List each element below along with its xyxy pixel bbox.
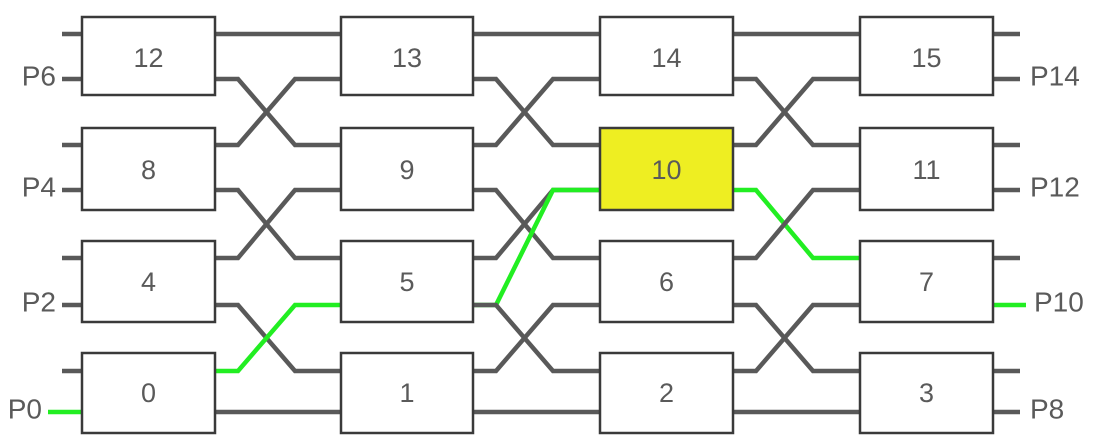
switch-node-12[interactable]: 12 <box>80 15 217 97</box>
wire-4-top-cross-up <box>215 187 341 261</box>
switch-node-4[interactable]: 4 <box>80 239 217 324</box>
switch-box[interactable] <box>598 15 735 97</box>
switch-label: 9 <box>399 155 414 185</box>
switch-box[interactable] <box>339 239 475 324</box>
switch-node-0[interactable]: 0 <box>80 351 217 435</box>
switch-node-1[interactable]: 1 <box>339 351 475 435</box>
switch-label: 12 <box>133 43 163 73</box>
wire-12-bottom-cross-down <box>215 76 341 148</box>
port-label-left-p0: P0 <box>8 394 42 425</box>
switch-box[interactable] <box>80 351 217 435</box>
switch-label: 11 <box>912 155 940 185</box>
switch-label: 0 <box>141 378 156 408</box>
wires-stage-0-1 <box>215 31 341 415</box>
switch-box[interactable] <box>598 239 735 324</box>
switch-node-5[interactable]: 5 <box>339 239 475 324</box>
wire-0-top-cross-up-active <box>215 302 341 374</box>
wire-10-top-cross-up <box>733 76 860 148</box>
port-label-right-p12: P12 <box>1030 172 1080 203</box>
switch-box[interactable] <box>858 126 995 212</box>
switch-label: 3 <box>919 378 934 408</box>
wire-8-top-cross-up <box>215 76 341 148</box>
switch-label: 10 <box>651 155 681 185</box>
port-label-left-p6: P6 <box>22 61 56 92</box>
left-input-stubs <box>48 31 82 415</box>
switch-node-13[interactable]: 13 <box>339 15 475 97</box>
switch-box[interactable] <box>80 239 217 324</box>
port-label-right-p10: P10 <box>1034 287 1084 318</box>
wire-9-bottom-cross-down <box>473 187 600 261</box>
switch-box[interactable] <box>80 126 217 212</box>
switch-node-6[interactable]: 6 <box>598 239 735 324</box>
switch-label: 14 <box>651 43 681 73</box>
switch-label: 2 <box>659 378 674 408</box>
wire-14-bottom-cross-down <box>733 76 860 148</box>
switch-label: 1 <box>399 378 414 408</box>
wire-10-bottom-cross-down-active <box>733 187 860 261</box>
switch-label: 13 <box>392 43 422 73</box>
switch-box[interactable] <box>339 126 475 212</box>
wire-5-bottom-cross-down <box>473 302 600 374</box>
switch-node-7[interactable]: 7 <box>858 239 995 324</box>
wire-6-top-cross-up <box>733 187 860 261</box>
wire-6-bottom-cross-down <box>733 302 860 374</box>
switch-node-10[interactable]: 10 <box>598 126 735 212</box>
wire-4-bottom-cross-down <box>215 302 341 374</box>
switch-node-11[interactable]: 11 <box>858 126 995 212</box>
wires-stage-2-3 <box>733 31 860 415</box>
switch-node-2[interactable]: 2 <box>598 351 735 435</box>
port-label-right-p14: P14 <box>1030 61 1080 92</box>
wire-1-top-cross-up <box>473 302 600 374</box>
port-label-left-p2: P2 <box>22 287 56 318</box>
wires-stage-1-2 <box>473 31 600 415</box>
switch-label: 7 <box>919 267 934 297</box>
switch-node-3[interactable]: 3 <box>858 351 995 435</box>
switch-box[interactable] <box>858 351 995 435</box>
wire-13-bottom-cross-down <box>473 76 600 148</box>
switch-node-15[interactable]: 15 <box>858 15 995 97</box>
switch-box[interactable] <box>858 239 995 324</box>
switch-label: 5 <box>399 267 414 297</box>
switch-box[interactable] <box>339 15 475 97</box>
wire-8-bottom-cross-down <box>215 187 341 261</box>
switch-label: 15 <box>911 43 941 73</box>
wire-2-top-cross-up <box>733 302 860 374</box>
switch-box[interactable] <box>858 15 995 97</box>
wire-9-top-cross-up <box>473 76 600 148</box>
switch-label: 4 <box>141 267 156 297</box>
port-label-right-p8: P8 <box>1030 394 1064 425</box>
switch-box[interactable] <box>598 351 735 435</box>
switch-box[interactable] <box>80 15 217 97</box>
switch-box[interactable] <box>339 351 475 435</box>
right-output-stubs <box>993 31 1026 415</box>
switch-node-8[interactable]: 8 <box>80 126 217 212</box>
port-label-left-p4: P4 <box>22 172 56 203</box>
switch-node-9[interactable]: 9 <box>339 126 475 212</box>
switch-label: 6 <box>659 267 674 297</box>
switch-label: 8 <box>141 155 156 185</box>
switch-box-highlighted[interactable] <box>598 126 735 212</box>
switch-node-14[interactable]: 14 <box>598 15 735 97</box>
